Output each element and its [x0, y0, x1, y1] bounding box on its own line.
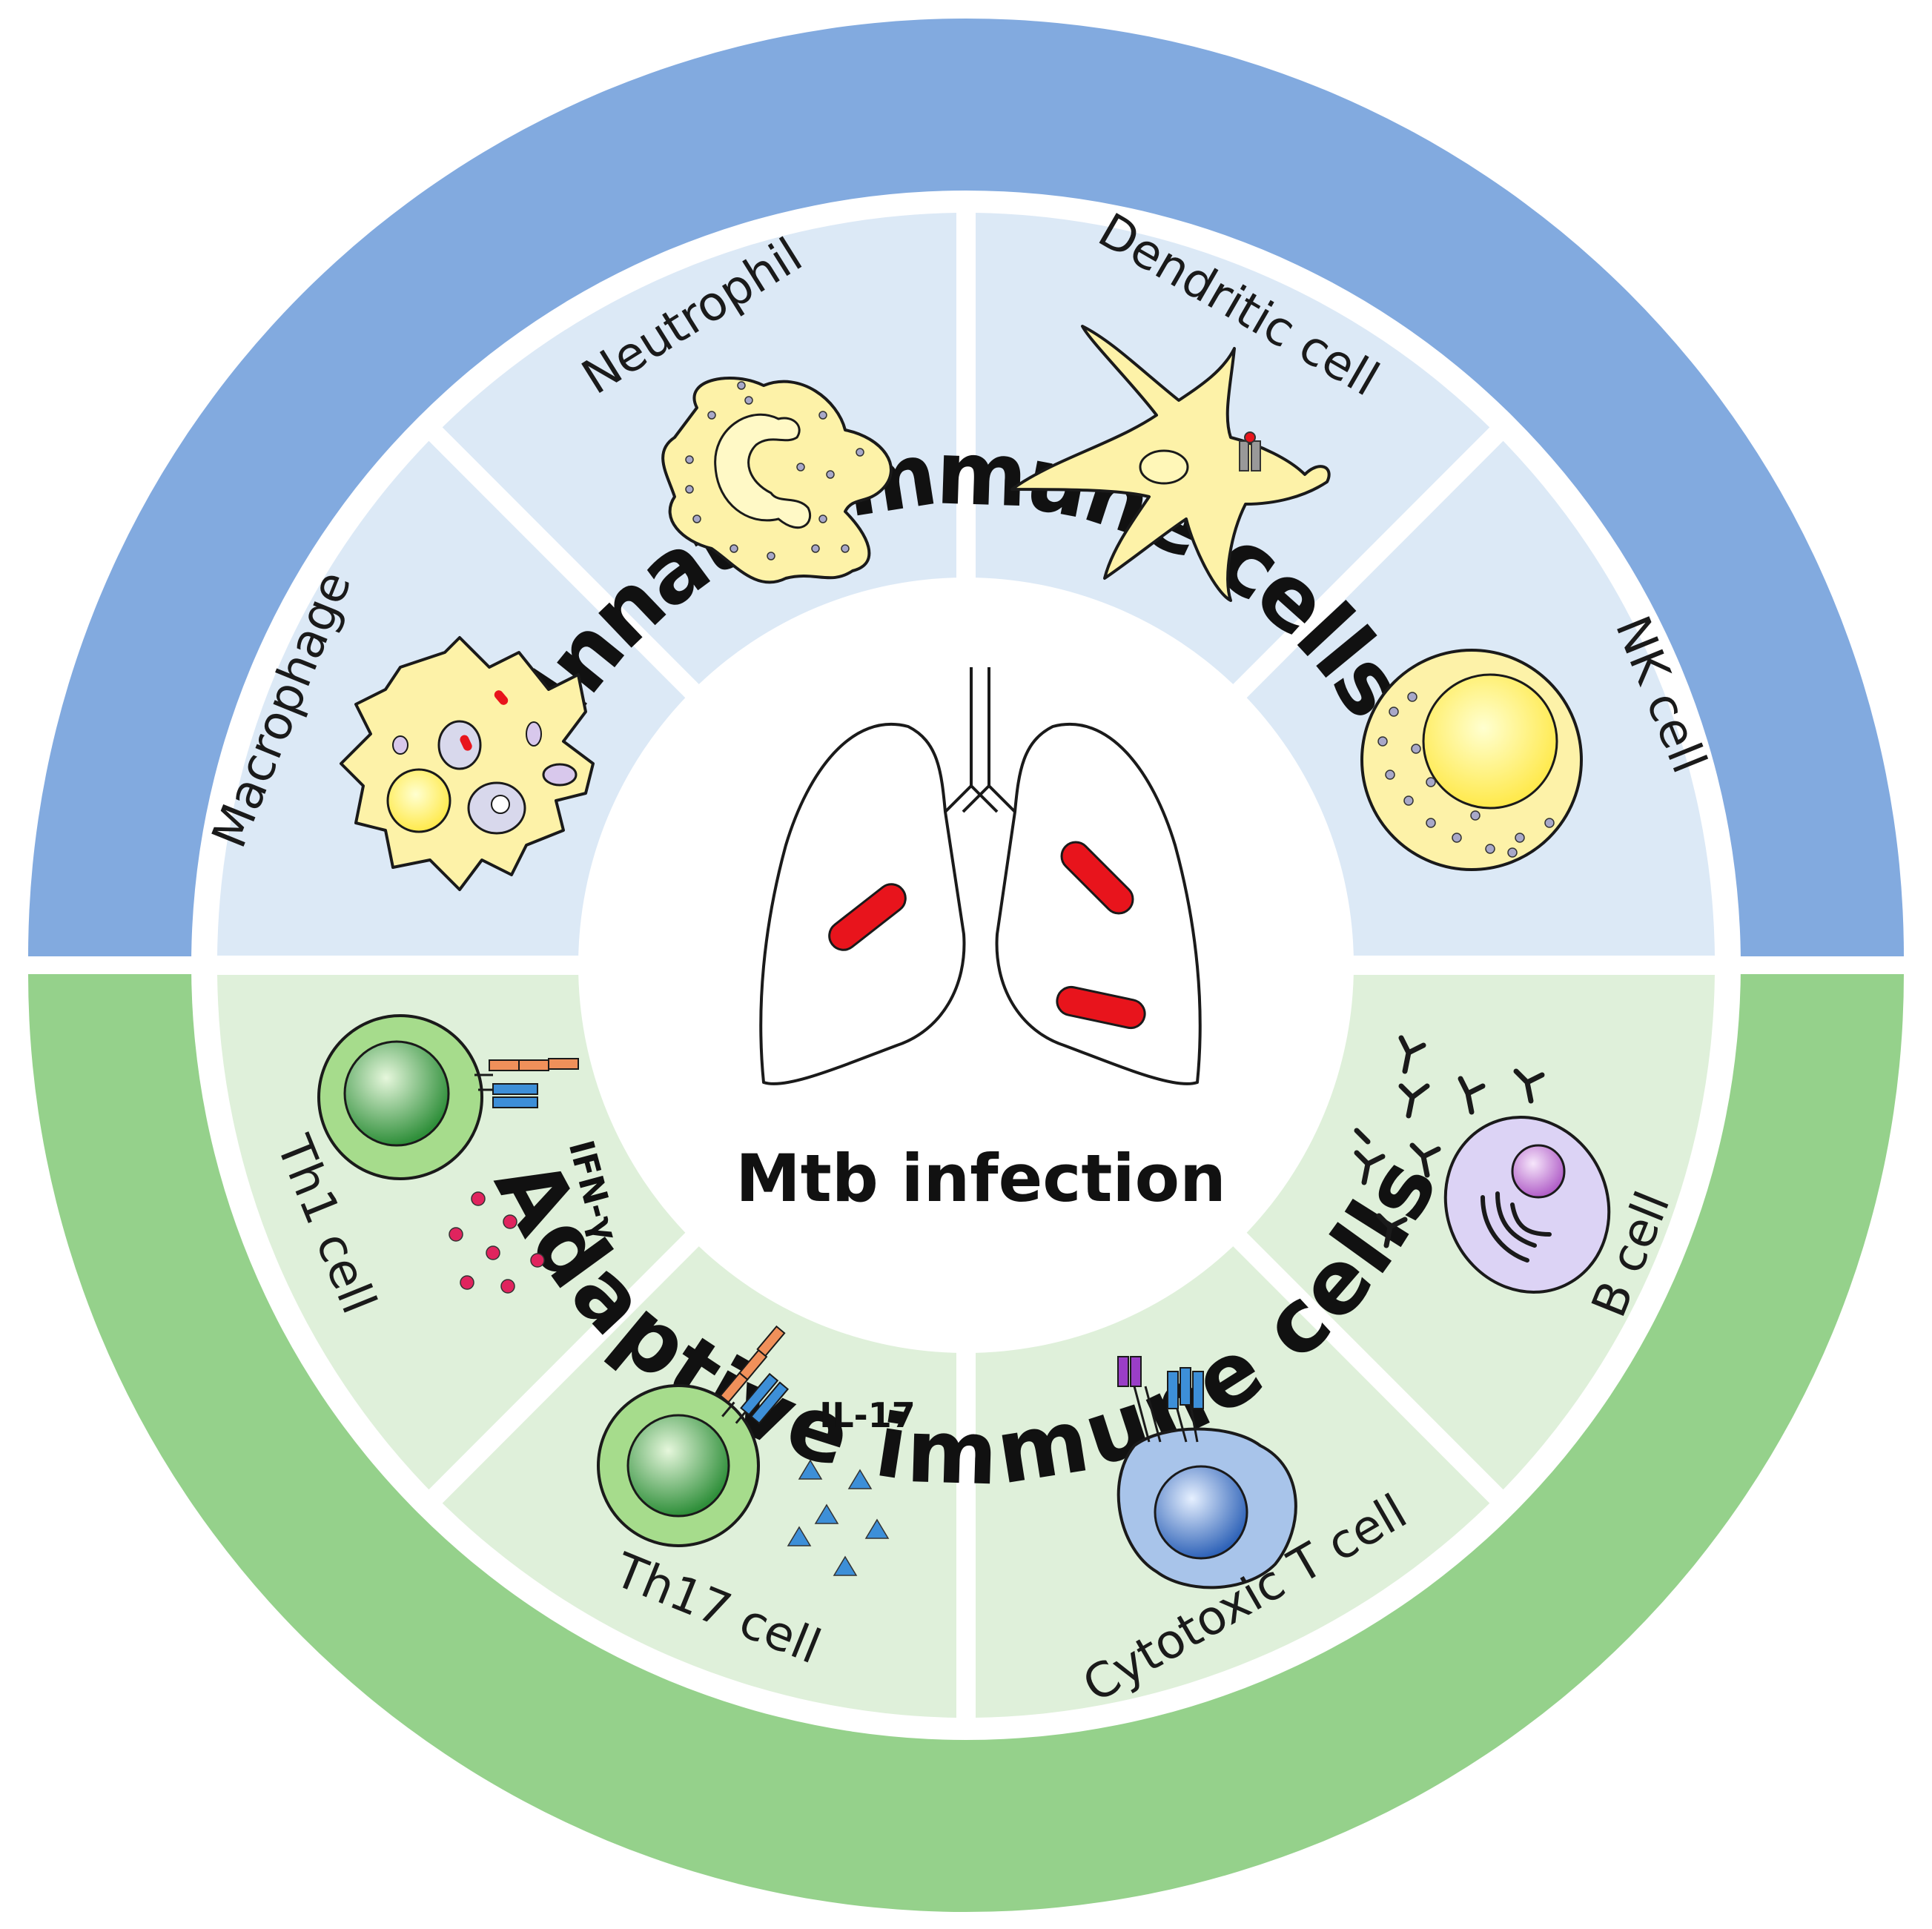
il17-label: IL-17	[819, 1395, 916, 1435]
center-label: Mtb infection	[735, 1140, 1226, 1217]
th17-cell-icon	[597, 1325, 890, 1576]
mtb-bacterium-icon	[828, 883, 907, 951]
cd8-receptor-icon	[1117, 1356, 1204, 1443]
antibody-icons	[1354, 1035, 1545, 1248]
nk-cell-icon	[1360, 649, 1583, 871]
neutrophil-icon	[661, 377, 893, 584]
mtb-bacterium-icon	[1056, 985, 1146, 1030]
mhc-receptor-icon	[1239, 431, 1261, 472]
macrophage-icon	[340, 636, 595, 891]
lungs-icon	[759, 667, 1202, 1085]
il17-triangles	[787, 1459, 890, 1576]
center-circle	[578, 578, 1354, 1353]
ifn-gamma-dots	[449, 1191, 545, 1294]
th1-cell-icon	[317, 1014, 579, 1294]
tcr-receptor-icon	[719, 1325, 790, 1425]
mtb-bacterium-icon	[1060, 841, 1134, 915]
b-cell-icon	[1354, 1035, 1611, 1294]
cytotoxic-t-cell-icon	[1116, 1356, 1297, 1589]
tcr-receptor-icon	[474, 1058, 579, 1108]
dendritic-cell-icon	[1010, 325, 1331, 602]
